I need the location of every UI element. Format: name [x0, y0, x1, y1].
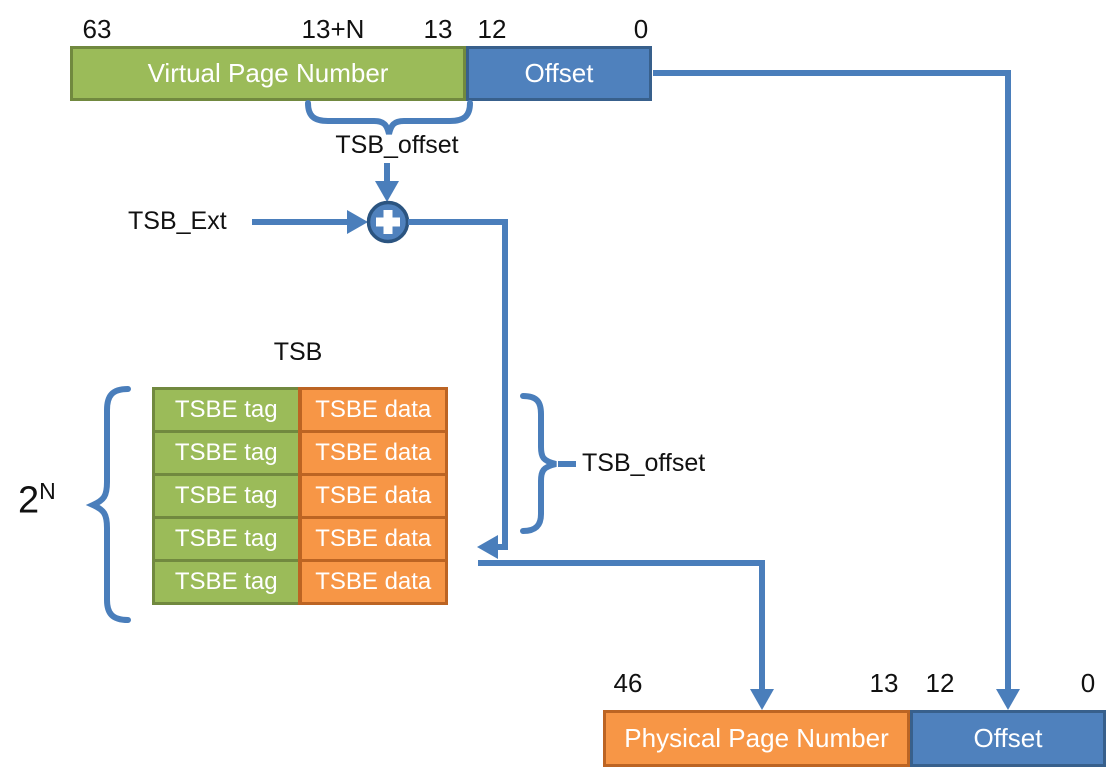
tsbe-tag-cell: TSBE tag: [152, 430, 301, 476]
adder-node: [366, 200, 410, 244]
tsb-row: TSBE tag TSBE data: [152, 430, 448, 476]
physical-page-number-field: Physical Page Number: [603, 710, 910, 767]
virtual-offset-label: Offset: [524, 58, 594, 88]
physical-offset-field: Offset: [910, 710, 1106, 767]
offset-passthrough-line: [653, 70, 1011, 689]
tsbe-data-cell: TSBE data: [297, 559, 448, 605]
vreg-bit-63: 63: [82, 14, 112, 44]
preg-bit-0: 0: [1080, 668, 1096, 698]
tsb-size-label: 2N: [18, 478, 56, 522]
tsb-offset-top-label: TSB_offset: [335, 131, 459, 159]
tsbe-tag-cell: TSBE tag: [152, 387, 301, 433]
tsbe-data-to-ppn-arrowhead: [750, 689, 774, 710]
tsb-row: TSBE tag TSBE data: [152, 559, 448, 605]
tsb-row: TSBE tag TSBE data: [152, 516, 448, 562]
tsb-ext-label: TSB_Ext: [128, 207, 227, 235]
vreg-bit-13n: 13+N: [301, 14, 365, 44]
virtual-page-number-label: Virtual Page Number: [147, 58, 389, 88]
vreg-bit-0: 0: [633, 14, 649, 44]
plus-icon: [376, 210, 400, 234]
virtual-offset-field: Offset: [466, 46, 652, 101]
virtual-page-number-field: Virtual Page Number: [70, 46, 466, 101]
preg-bit-13: 13: [869, 668, 899, 698]
tsb-offset-to-adder-arrowhead: [375, 181, 399, 202]
vreg-bit-12: 12: [477, 14, 507, 44]
tsb-offset-right-label: TSB_offset: [582, 449, 706, 477]
tsbe-tag-cell: TSBE tag: [152, 559, 301, 605]
tsbe-data-cell: TSBE data: [297, 516, 448, 562]
tsbe-data-cell: TSBE data: [297, 473, 448, 519]
tsbe-tag-cell: TSBE tag: [152, 473, 301, 519]
preg-bit-46: 46: [613, 668, 643, 698]
physical-page-number-label: Physical Page Number: [624, 723, 889, 753]
physical-offset-label: Offset: [973, 723, 1043, 753]
vreg-bit-13: 13: [423, 14, 453, 44]
preg-bit-12: 12: [925, 668, 955, 698]
tsb-offset-rows-brace: [520, 393, 557, 534]
tsbe-data-cell: TSBE data: [297, 387, 448, 433]
tsb-offset-brace: [305, 100, 473, 135]
tsbe-tag-cell: TSBE tag: [152, 516, 301, 562]
tsb-table: TSBE tag TSBE data TSBE tag TSBE data TS…: [152, 387, 448, 605]
offset-passthrough-arrowhead: [996, 689, 1020, 710]
table-size-brace: [85, 386, 131, 623]
tsbe-data-cell: TSBE data: [297, 430, 448, 476]
tsb-title: TSB: [273, 338, 323, 366]
tsb-row: TSBE tag TSBE data: [152, 387, 448, 433]
tsb-ext-to-adder-arrowhead: [347, 210, 368, 234]
tsb-row: TSBE tag TSBE data: [152, 473, 448, 519]
adder-to-tsb-arrowhead: [477, 535, 498, 559]
